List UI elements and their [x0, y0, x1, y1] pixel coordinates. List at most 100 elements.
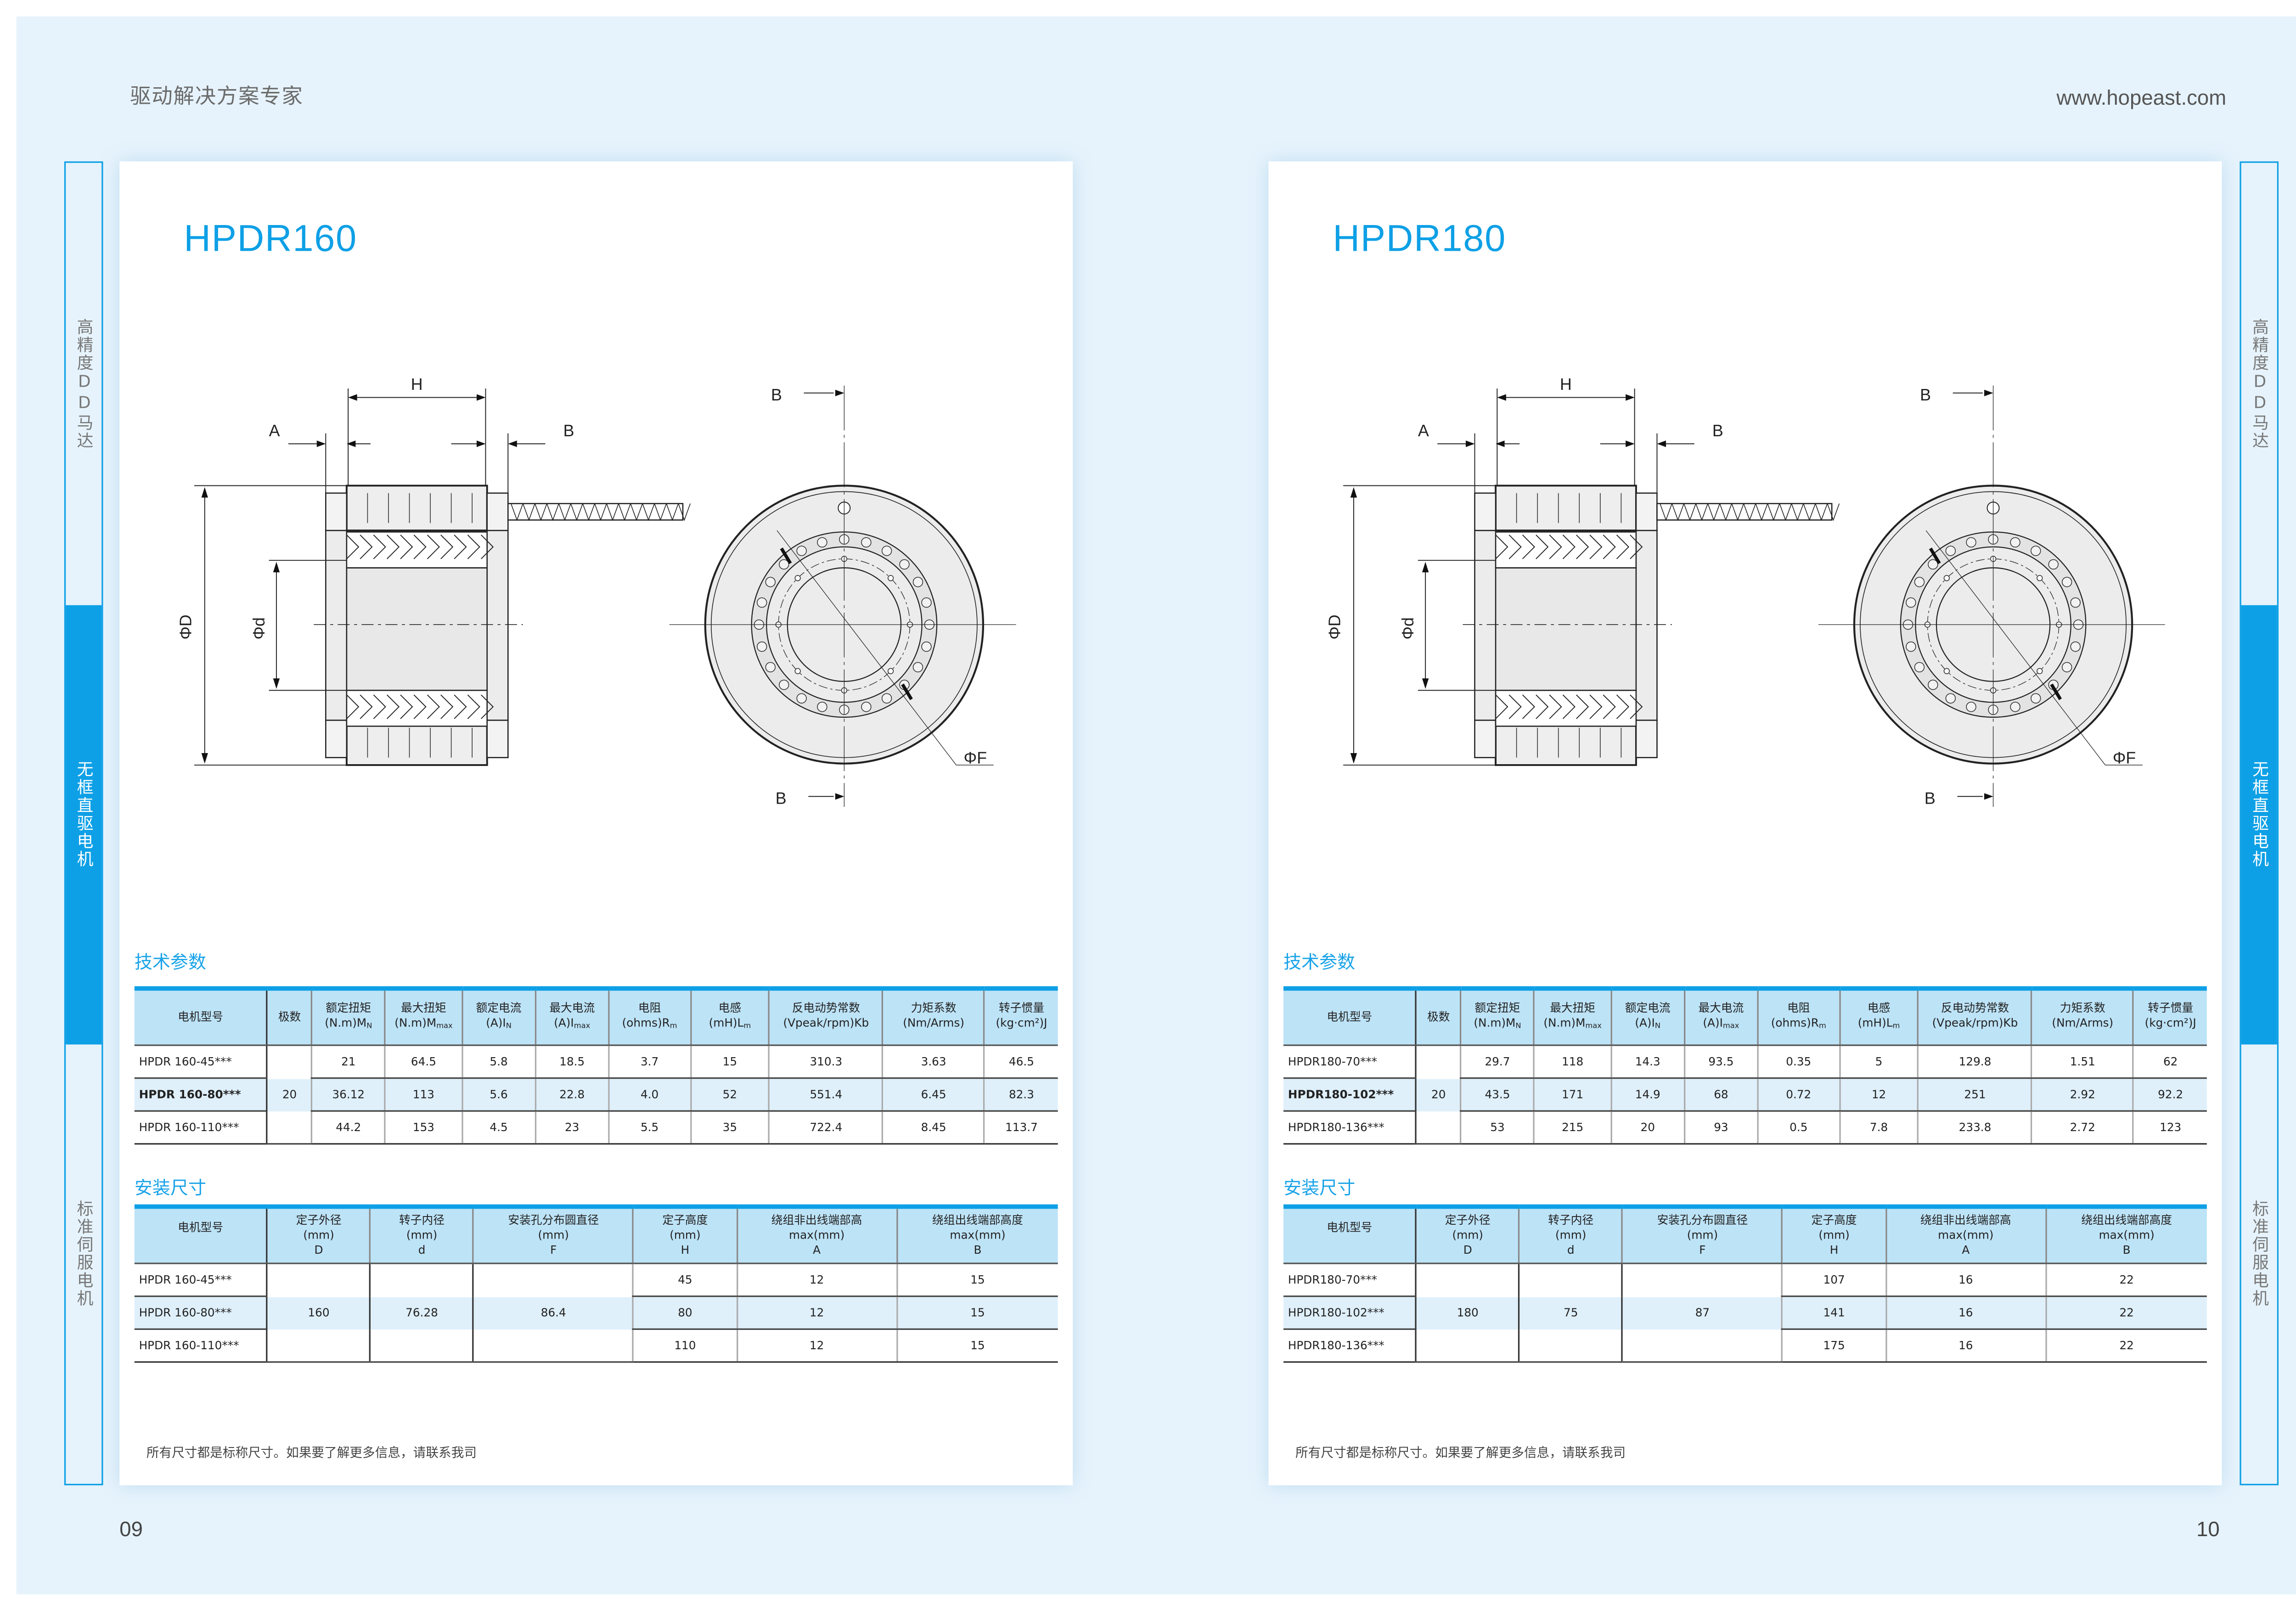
header-unit: (A)I: [1703, 1016, 1723, 1030]
side-tab-servo-motor[interactable]: 标准伺服电机: [2241, 1044, 2277, 1484]
value-cell: 551.4: [768, 1078, 883, 1112]
header-label: 绕组非出线端部高: [771, 1213, 862, 1227]
header-unit: (Nm/Arms): [903, 1016, 965, 1030]
value-cell: 16: [1885, 1263, 2046, 1297]
footnote: 所有尺寸都是标称尺寸。如果要了解更多信息，请联系我司: [1295, 1446, 1626, 1462]
value-cell: 16: [1885, 1296, 2046, 1330]
value-cell: 29.7: [1460, 1045, 1534, 1079]
header-unit: (mm): [303, 1228, 334, 1242]
header-unit-subscript: m: [1892, 1022, 1900, 1031]
install-header-cell: 安装孔分布圆直径(mm)F: [1621, 1204, 1783, 1264]
value-cell: 0.5: [1757, 1111, 1840, 1145]
value-cell: 35: [690, 1111, 770, 1145]
install-header-cell: 定子外径(mm)D: [1415, 1204, 1519, 1264]
label-a: A: [269, 422, 280, 440]
header-unit: (kg·cm²)J: [2144, 1016, 2196, 1030]
spec-header-cell: 电感(mH)Lm: [690, 986, 770, 1046]
side-tab-frameless-motor[interactable]: 无框直驱电机: [2241, 605, 2277, 1045]
page-number-right: 10: [2196, 1516, 2220, 1541]
tab-label: 标准伺服电机: [2250, 1200, 2270, 1308]
spec-header-cell: 额定扭矩(N.m)MN: [311, 986, 385, 1046]
install-header-cell: 转子内径(mm)d: [369, 1204, 474, 1264]
value-cell: 21: [311, 1045, 385, 1079]
value-cell: 2.72: [2031, 1111, 2133, 1145]
label-phi-f: ΦF: [2113, 749, 2136, 767]
header-unit: max(mm): [1938, 1228, 1994, 1242]
header-unit-subscript: N: [1515, 1022, 1521, 1031]
spec-header-cell: 最大电流(A)Imax: [535, 986, 609, 1046]
install-header-cell: 电机型号: [1283, 1204, 1417, 1264]
model-cell: HPDR 160-110***: [134, 1329, 268, 1363]
website-link[interactable]: www.hopeast.com: [2056, 85, 2227, 109]
value-cell: 118: [1533, 1045, 1611, 1079]
install-header-cell: 定子高度(mm)H: [632, 1204, 737, 1264]
header-unit: (ohms)R: [622, 1016, 670, 1030]
side-tab-servo-motor[interactable]: 标准伺服电机: [66, 1044, 101, 1484]
side-tabs-right: 高精度DD马达 无框直驱电机 标准伺服电机: [2240, 161, 2279, 1486]
value-cell: 52: [690, 1078, 770, 1112]
dimension-lines: [1343, 388, 1694, 766]
value-cell: 46.5: [984, 1045, 1058, 1079]
side-tab-dd-motor[interactable]: 高精度DD马达: [66, 163, 101, 605]
header-label: 最大扭矩: [1550, 1001, 1596, 1015]
value-cell: 92.2: [2133, 1078, 2207, 1112]
dimension-arrows: [1350, 389, 1993, 800]
install-header-cell: 电机型号: [134, 1204, 268, 1264]
label-phi-f: ΦF: [964, 749, 987, 767]
value-cell: 4.0: [608, 1078, 691, 1112]
spec-header-cell: 电阻(ohms)Rm: [608, 986, 691, 1046]
value-cell: 44.2: [311, 1111, 385, 1145]
spec-section-heading: 技术参数: [1283, 952, 1356, 973]
value-cell: 113.7: [984, 1111, 1058, 1145]
side-tab-dd-motor[interactable]: 高精度DD马达: [2241, 163, 2277, 605]
side-tabs-left: 高精度DD马达 无框直驱电机 标准伺服电机: [64, 161, 103, 1486]
header-label: 额定扭矩: [326, 1001, 371, 1015]
header-unit: (mH)L: [1857, 1016, 1893, 1030]
label-h: H: [1560, 375, 1572, 394]
value-cell: 0.35: [1757, 1045, 1840, 1079]
value-cell: 310.3: [768, 1045, 883, 1079]
value-cell: 8.45: [882, 1111, 985, 1145]
value-cell: 68: [1683, 1078, 1758, 1112]
header-symbol: D: [314, 1243, 323, 1257]
spec-header-cell: 电感(mH)Lm: [1839, 986, 1919, 1046]
label-h: H: [411, 375, 423, 394]
header-unit: (N.m)M: [1543, 1016, 1586, 1030]
spec-header-cell: 额定扭矩(N.m)MN: [1460, 986, 1534, 1046]
value-cell: 93: [1683, 1111, 1758, 1145]
spec-header-cell: 电机型号: [1283, 986, 1417, 1046]
header-unit: (A)I: [486, 1016, 506, 1030]
header-label: 绕组出线端部高度: [2081, 1213, 2172, 1227]
poles-cell: 20: [266, 1045, 312, 1145]
value-cell: 53: [1460, 1111, 1534, 1145]
header-unit-subscript: N: [1654, 1022, 1661, 1031]
spec-header-cell: 电阻(ohms)Rm: [1757, 986, 1840, 1046]
value-cell: 23: [535, 1111, 609, 1145]
value-cell: 82.3: [984, 1078, 1058, 1112]
side-view: [1463, 484, 1840, 766]
install-header-cell: 转子内径(mm)d: [1518, 1204, 1623, 1264]
side-tab-frameless-motor[interactable]: 无框直驱电机: [66, 605, 102, 1045]
spec-header-cell: 力矩系数(Nm/Arms): [882, 986, 985, 1046]
dimension-labels: H A B B B ΦF ΦD Φd: [1326, 375, 2136, 807]
header-label: 绕组出线端部高度: [932, 1213, 1023, 1227]
value-cell: 722.4: [768, 1111, 883, 1145]
header-unit-subscript: max: [574, 1022, 591, 1031]
value-cell: 20: [1610, 1111, 1685, 1145]
header-label: 反电动势常数: [792, 1001, 860, 1015]
header-unit-subscript: m: [670, 1022, 677, 1031]
header-label: 电感: [718, 1001, 742, 1015]
header-label: 电机型号: [1327, 1221, 1373, 1234]
value-cell: 12: [736, 1263, 897, 1297]
spec-header-cell: 最大电流(A)Imax: [1683, 986, 1758, 1046]
